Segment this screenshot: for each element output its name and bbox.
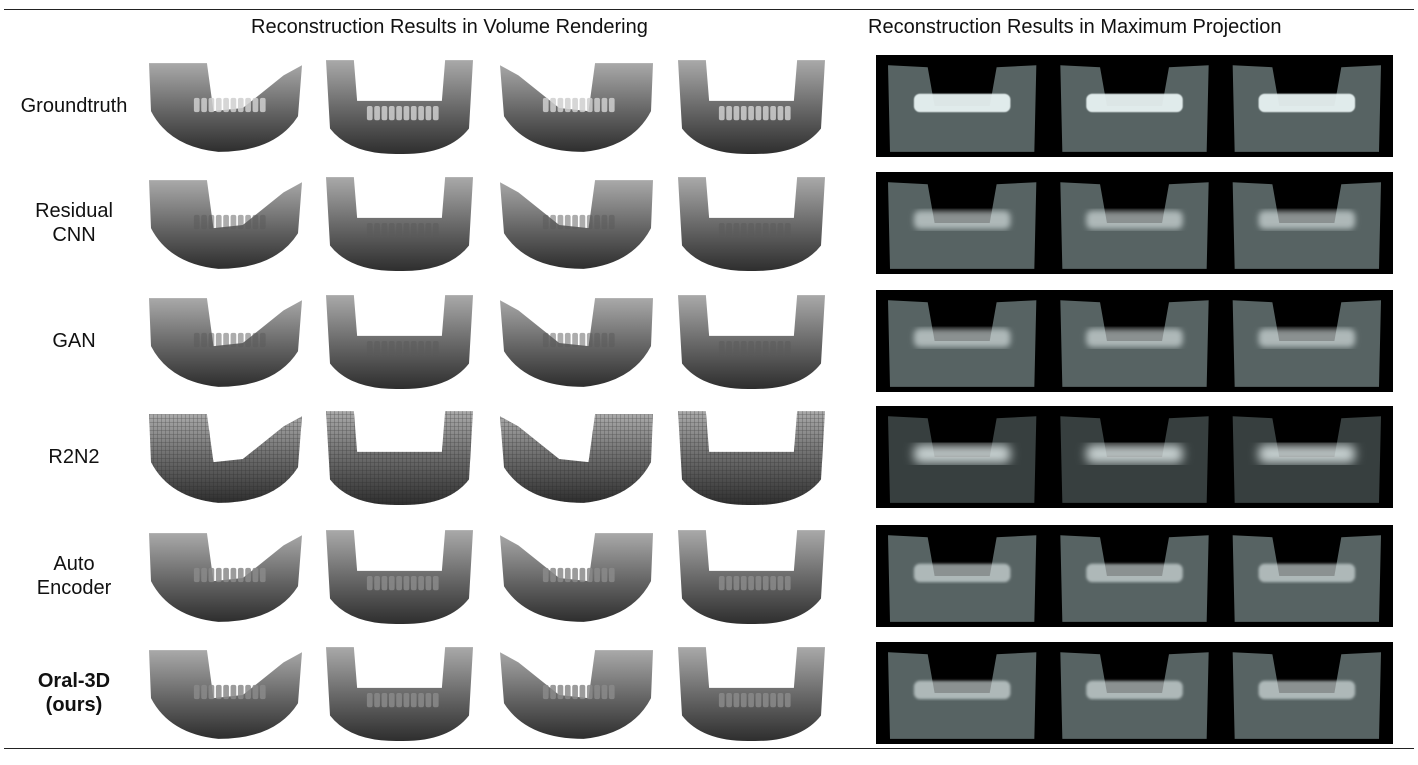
row-label: Residual CNN (35, 200, 113, 246)
volume-rendering-image (494, 290, 657, 392)
volume-rendering-image (494, 525, 657, 627)
volume-rendering-image (494, 55, 657, 157)
maximum-projection-image (876, 406, 1393, 508)
volume-rendering-image (145, 406, 308, 508)
row-label: Oral-3D (ours) (37, 670, 111, 716)
volume-rendering-image (670, 525, 833, 627)
volume-rendering-image (318, 290, 481, 392)
volume-rendering-header: Reconstruction Results in Volume Renderi… (251, 16, 648, 38)
volume-rendering-image (318, 172, 481, 274)
volume-rendering-image (494, 172, 657, 274)
maximum-projection-image (876, 525, 1393, 627)
volume-rendering-image (145, 55, 308, 157)
row-label: Auto Encoder (36, 553, 112, 599)
volume-rendering-image (670, 642, 833, 744)
bottom-rule (4, 748, 1414, 749)
volume-rendering-image (494, 406, 657, 508)
top-rule (4, 9, 1414, 10)
volume-rendering-image (494, 642, 657, 744)
volume-rendering-image (670, 290, 833, 392)
volume-rendering-image (318, 642, 481, 744)
row-label: R2N2 (48, 446, 100, 468)
volume-rendering-image (145, 525, 308, 627)
volume-rendering-image (318, 525, 481, 627)
volume-rendering-image (145, 172, 308, 274)
row-label: GAN (52, 330, 96, 352)
volume-rendering-image (670, 172, 833, 274)
row-label: Groundtruth (20, 95, 128, 117)
maximum-projection-image (876, 172, 1393, 274)
maximum-projection-header: Reconstruction Results in Maximum Projec… (868, 16, 1282, 38)
maximum-projection-image (876, 55, 1393, 157)
volume-rendering-image (670, 55, 833, 157)
volume-rendering-image (670, 406, 833, 508)
volume-rendering-image (145, 642, 308, 744)
maximum-projection-image (876, 290, 1393, 392)
volume-rendering-image (318, 406, 481, 508)
volume-rendering-image (145, 290, 308, 392)
volume-rendering-image (318, 55, 481, 157)
maximum-projection-image (876, 642, 1393, 744)
